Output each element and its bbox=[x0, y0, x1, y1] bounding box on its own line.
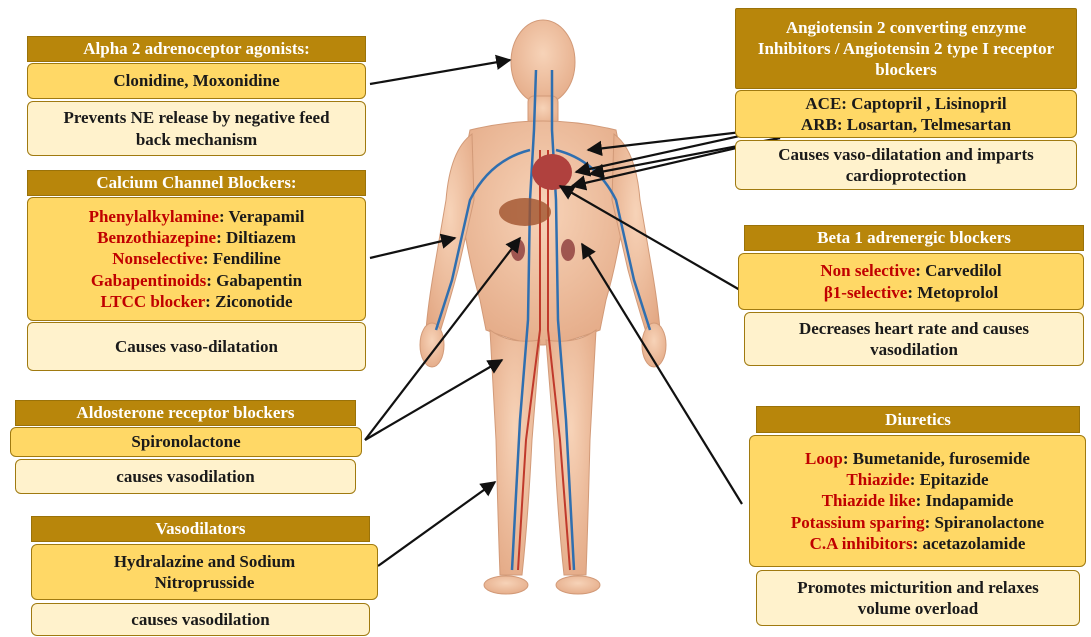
liver-icon bbox=[499, 198, 551, 226]
beta-effect: Decreases heart rate and causes vasodila… bbox=[744, 312, 1084, 366]
diur-drug-name: : Spiranolactone bbox=[925, 513, 1044, 532]
ace-effect: Causes vaso-dilatation and imparts cardi… bbox=[735, 140, 1077, 190]
ccb-item: Benzothiazepine: Diltiazem bbox=[97, 227, 296, 248]
ace-drug-name: : Captopril , Lisinopril bbox=[841, 94, 1006, 113]
ccb-class-label: Benzothiazepine bbox=[97, 228, 216, 247]
beta-class-label: Non selective bbox=[820, 261, 915, 280]
ace-header: Angiotensin 2 converting enzyme Inhibito… bbox=[735, 8, 1077, 89]
beta-item: Non selective: Carvedilol bbox=[820, 260, 1001, 281]
diur-class-label: Potassium sparing bbox=[791, 513, 925, 532]
diur-drug-name: : Bumetanide, furosemide bbox=[843, 449, 1030, 468]
beta-drug-name: : Metoprolol bbox=[907, 283, 998, 302]
vaso-drugs: Hydralazine and Sodium Nitroprusside bbox=[31, 544, 378, 600]
vaso-effect: causes vasodilation bbox=[31, 603, 370, 636]
ccb-class-label: Phenylalkylamine bbox=[89, 207, 219, 226]
diur-class-label: Loop bbox=[805, 449, 843, 468]
diur-class-label: C.A inhibitors bbox=[810, 534, 913, 553]
diur-item: C.A inhibitors: acetazolamide bbox=[810, 533, 1026, 554]
beta-class-label: β1-selective bbox=[824, 283, 908, 302]
diur-item: Potassium sparing: Spiranolactone bbox=[791, 512, 1044, 533]
diur-drug-name: : acetazolamide bbox=[913, 534, 1026, 553]
ccb-drug-name: : Gabapentin bbox=[206, 271, 302, 290]
aldo-drugs: Spironolactone bbox=[10, 427, 362, 457]
ace-class-label: ARB bbox=[801, 115, 837, 134]
ccb-class-label: LTCC blocker bbox=[100, 292, 205, 311]
diur-drug-name: : Epitazide bbox=[910, 470, 989, 489]
alpha2-drugs: Clonidine, Moxonidine bbox=[27, 63, 366, 99]
diur-item: Thiazide like: Indapamide bbox=[822, 490, 1014, 511]
diur-header: Diuretics bbox=[756, 406, 1080, 433]
body-silhouette bbox=[420, 20, 666, 594]
diur-class-label: Thiazide like bbox=[822, 491, 916, 510]
vaso-header: Vasodilators bbox=[31, 516, 370, 542]
ccb-class-label: Nonselective bbox=[112, 249, 203, 268]
alpha2-header: Alpha 2 adrenoceptor agonists: bbox=[27, 36, 366, 62]
ccb-item: Phenylalkylamine: Verapamil bbox=[89, 206, 305, 227]
aldo-effect: causes vasodilation bbox=[15, 459, 356, 494]
beta-item: β1-selective: Metoprolol bbox=[824, 282, 998, 303]
diur-drug-name: : Indapamide bbox=[916, 491, 1014, 510]
ace-item: ACE: Captopril , Lisinopril bbox=[805, 93, 1006, 114]
beta-header: Beta 1 adrenergic blockers bbox=[744, 225, 1084, 251]
diur-item: Loop: Bumetanide, furosemide bbox=[805, 448, 1030, 469]
ace-class-label: ACE bbox=[805, 94, 841, 113]
ccb-drug-name: : Diltiazem bbox=[216, 228, 296, 247]
ace-drug-name: : Losartan, Telmesartan bbox=[837, 115, 1011, 134]
kidney-icon bbox=[561, 239, 575, 261]
alpha2-effect: Prevents NE release by negative feed bac… bbox=[27, 101, 366, 156]
ccb-drug-name: : Verapamil bbox=[219, 207, 304, 226]
diur-item: Thiazide: Epitazide bbox=[846, 469, 988, 490]
heart-icon bbox=[532, 154, 572, 190]
ccb-header: Calcium Channel Blockers: bbox=[27, 170, 366, 196]
ccb-item: LTCC blocker: Ziconotide bbox=[100, 291, 292, 312]
ccb-item: Nonselective: Fendiline bbox=[112, 248, 281, 269]
arrow-vaso bbox=[378, 482, 495, 566]
ccb-drug-name: : Ziconotide bbox=[205, 292, 292, 311]
aldo-header: Aldosterone receptor blockers bbox=[15, 400, 356, 426]
arrow-diur bbox=[582, 244, 742, 504]
ccb-effect: Causes vaso-dilatation bbox=[27, 322, 366, 371]
ccb-item: Gabapentinoids: Gabapentin bbox=[91, 270, 302, 291]
ace-item: ARB: Losartan, Telmesartan bbox=[801, 114, 1011, 135]
ccb-class-label: Gabapentinoids bbox=[91, 271, 206, 290]
diur-class-label: Thiazide bbox=[846, 470, 909, 489]
arrow-aldo-2 bbox=[365, 360, 502, 440]
arrow-alpha2 bbox=[370, 60, 510, 84]
diur-effect: Promotes micturition and relaxes volume … bbox=[756, 570, 1080, 626]
beta-drug-name: : Carvedilol bbox=[915, 261, 1001, 280]
ccb-drug-name: : Fendiline bbox=[203, 249, 281, 268]
